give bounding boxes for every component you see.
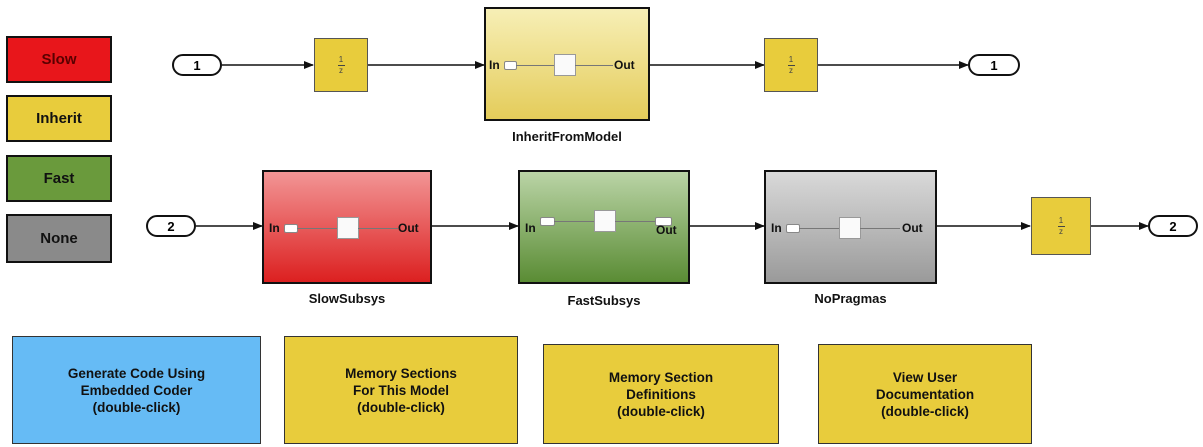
inport-1[interactable]: 1 [172,54,222,76]
legend-inherit: Inherit [6,95,112,142]
inner-wire [615,221,655,222]
inner-wire [575,65,613,66]
delay-fraction-bar [1057,225,1065,227]
delay-numerator: 1 [1058,215,1064,225]
delay-fraction-bar [337,64,345,66]
memory-sections-button[interactable]: Memory Sections For This Model (double-c… [284,336,518,444]
inner-block [337,217,359,239]
inport-pin [786,224,800,233]
generate-code-label: Generate Code Using Embedded Coder (doub… [67,365,206,415]
legend-slow: Slow [6,36,112,83]
subsystem-inherit-from-model[interactable]: In Out [484,7,650,121]
outport-1[interactable]: 1 [968,54,1020,76]
inner-wire [516,65,554,66]
delay-numerator: 1 [788,54,794,64]
delay-fraction-bar [787,64,795,66]
inner-block [839,217,861,239]
inner-wire [358,228,398,229]
subsystem-label-inherit: InheritFromModel [512,129,622,144]
generate-code-button[interactable]: Generate Code Using Embedded Coder (doub… [12,336,261,444]
inport-pin [284,224,298,233]
inport-2[interactable]: 2 [146,215,196,237]
subsystem-label-slow: SlowSubsys [308,291,386,306]
outport-pin [655,217,672,226]
memory-sections-label: Memory Sections For This Model (double-c… [345,365,457,415]
legend-none: None [6,214,112,263]
inner-wire [860,228,900,229]
subsystem-out-label: Out [656,223,677,237]
inner-block [554,54,576,76]
subsystem-in-label: In [489,58,500,72]
subsystem-label-fast: FastSubsys [567,293,641,308]
inner-block [594,210,616,232]
memory-section-definitions-button[interactable]: Memory Section Definitions (double-click… [543,344,779,444]
subsystem-in-label: In [269,221,280,235]
legend-fast: Fast [6,155,112,202]
inner-wire [297,228,337,229]
delay-denominator: z [339,65,343,75]
unit-delay-2[interactable]: 1 z [764,38,818,92]
subsystem-in-label: In [525,221,536,235]
subsystem-slow[interactable]: In Out [262,170,432,284]
delay-numerator: 1 [338,54,344,64]
view-documentation-button[interactable]: View User Documentation (double-click) [818,344,1032,444]
subsystem-label-no-pragmas: NoPragmas [814,291,887,306]
subsystem-out-label: Out [398,221,419,235]
delay-denominator: z [789,65,793,75]
subsystem-no-pragmas[interactable]: In Out [764,170,937,284]
subsystem-out-label: Out [902,221,923,235]
delay-denominator: z [1059,226,1063,236]
view-documentation-label: View User Documentation (double-click) [875,369,975,419]
unit-delay-1[interactable]: 1 z [314,38,368,92]
memory-section-definitions-label: Memory Section Definitions (double-click… [608,369,714,419]
unit-delay-3[interactable]: 1 z [1031,197,1091,255]
inport-pin [540,217,555,226]
inner-wire [554,221,594,222]
subsystem-out-label: Out [614,58,635,72]
subsystem-fast[interactable]: In Out [518,170,690,284]
inner-wire [799,228,839,229]
subsystem-in-label: In [771,221,782,235]
outport-2[interactable]: 2 [1148,215,1198,237]
